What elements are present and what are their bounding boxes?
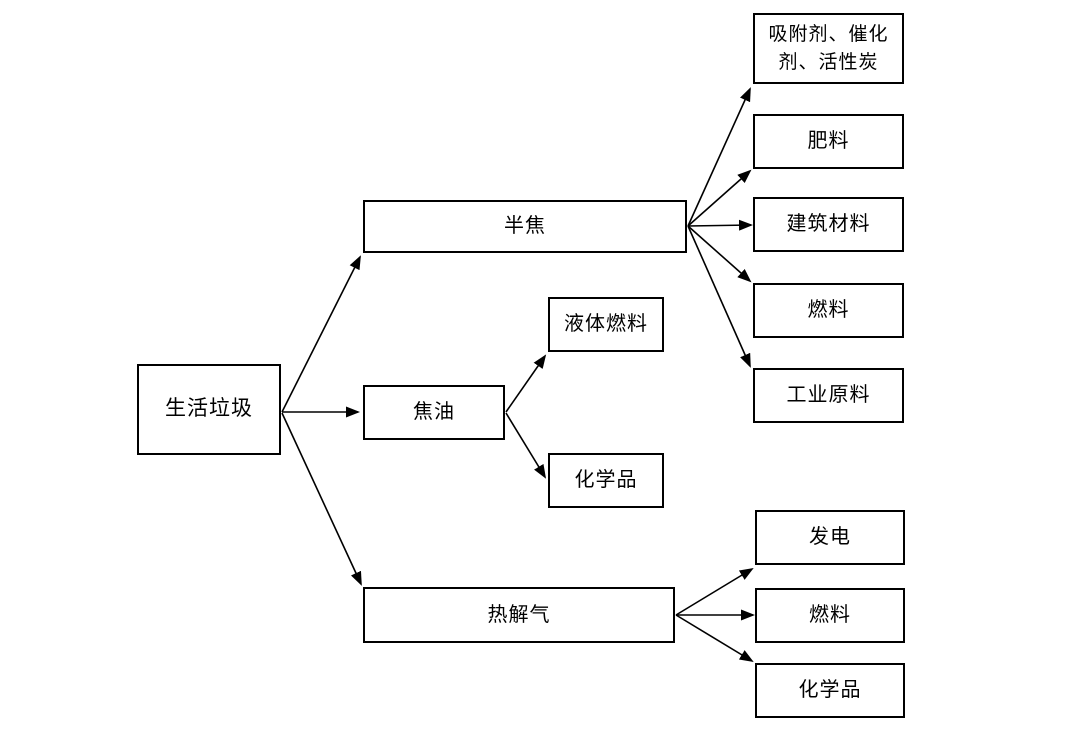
node-fertilizer-label: 肥料: [807, 130, 850, 152]
node-fertilizer: 肥料: [753, 114, 904, 169]
node-semi-coke-fuel-label: 燃料: [807, 299, 850, 321]
node-pyrolysis-gas-label: 热解气: [487, 603, 551, 626]
arrow-semi-coke-to-industrial-raw: [687, 225, 751, 368]
node-semi-coke: 半焦: [363, 200, 687, 253]
node-tar-label: 焦油: [413, 401, 455, 423]
node-power-generation-label: 发电: [809, 526, 851, 548]
arrow-tar-to-liquid-fuel: [505, 354, 547, 413]
arrow-root-to-semi-coke: [281, 255, 361, 413]
node-liquid-fuel: 液体燃料: [548, 297, 664, 352]
node-tar: 焦油: [363, 385, 505, 440]
node-industrial-raw-material-label: 工业原料: [786, 384, 871, 406]
arrow-pyrolysis-gas-to-power: [675, 567, 754, 616]
node-tar-chemicals: 化学品: [548, 453, 664, 508]
node-household-waste-label: 生活垃圾: [165, 397, 253, 421]
node-gas-chemicals: 化学品: [755, 663, 905, 718]
arrow-semi-coke-to-fertilizer: [687, 169, 752, 227]
node-power-generation: 发电: [755, 510, 905, 565]
arrow-semi-coke-to-fuel: [687, 225, 752, 283]
node-adsorbent-catalyst-activated-carbon: 吸附剂、催化剂、活性炭: [753, 13, 904, 84]
node-pyrolysis-gas: 热解气: [363, 587, 675, 643]
node-gas-fuel-label: 燃料: [809, 604, 851, 626]
arrow-semi-coke-to-building-material: [687, 219, 753, 231]
arrow-root-to-pyrolysis-gas: [281, 412, 362, 586]
node-gas-chemicals-label: 化学品: [798, 679, 862, 701]
arrow-tar-to-chemicals: [505, 412, 547, 479]
node-industrial-raw-material: 工业原料: [753, 368, 904, 423]
node-building-material-label: 建筑材料: [786, 213, 871, 235]
node-semi-coke-fuel: 燃料: [753, 283, 904, 338]
node-tar-chemicals-label: 化学品: [574, 469, 638, 491]
node-household-waste: 生活垃圾: [137, 364, 281, 455]
node-semi-coke-label: 半焦: [504, 215, 546, 237]
node-liquid-fuel-label: 液体燃料: [564, 313, 648, 335]
arrow-pyrolysis-gas-to-chemicals: [675, 614, 754, 663]
node-adsorbent-label: 吸附剂、催化剂、活性炭: [768, 23, 889, 73]
arrow-semi-coke-to-adsorbent: [687, 87, 751, 227]
node-gas-fuel: 燃料: [755, 588, 905, 643]
node-building-material: 建筑材料: [753, 197, 904, 252]
